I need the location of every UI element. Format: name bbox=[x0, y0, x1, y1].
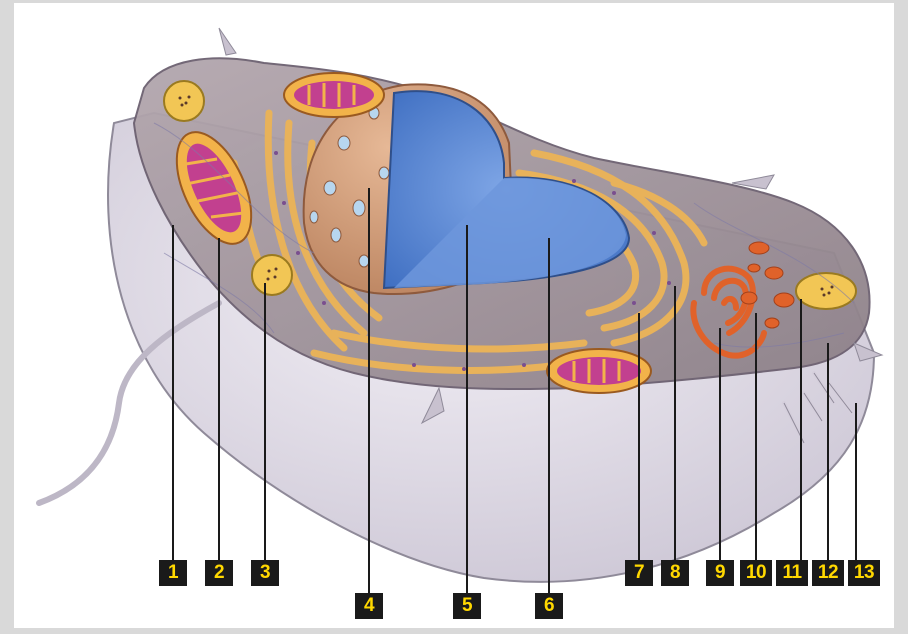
vesicle-3 bbox=[796, 273, 856, 309]
label-1: 1 bbox=[159, 560, 187, 586]
label-2: 2 bbox=[205, 560, 233, 586]
label-8: 8 bbox=[661, 560, 689, 586]
label-11: 11 bbox=[776, 560, 808, 586]
label-5: 5 bbox=[453, 593, 481, 619]
vesicle-1 bbox=[164, 81, 204, 121]
label-3: 3 bbox=[251, 560, 279, 586]
label-13: 13 bbox=[848, 560, 880, 586]
label-6: 6 bbox=[535, 593, 563, 619]
cell-diagram bbox=[14, 3, 894, 628]
label-7: 7 bbox=[625, 560, 653, 586]
label-9: 9 bbox=[706, 560, 734, 586]
figure-frame: 1 2 3 4 5 6 7 8 9 10 11 12 13 bbox=[14, 3, 894, 628]
label-10: 10 bbox=[740, 560, 772, 586]
label-4: 4 bbox=[355, 593, 383, 619]
vesicle-2 bbox=[252, 255, 292, 295]
label-12: 12 bbox=[812, 560, 844, 586]
